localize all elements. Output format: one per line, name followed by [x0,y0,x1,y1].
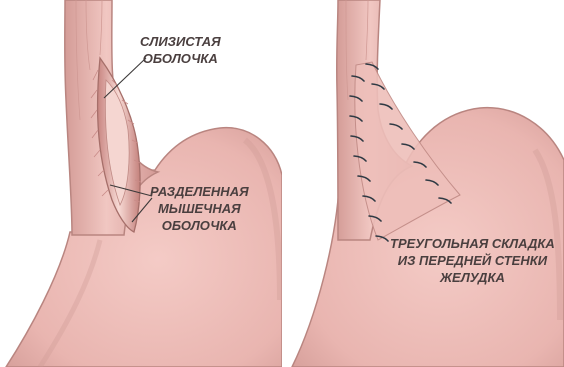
mucosa-label: СЛИЗИСТАЯ ОБОЛОЧКА [140,33,221,67]
fold-label-line-1: ТРЕУГОЛЬНАЯ СКЛАДКА [390,235,555,252]
fold-label: ТРЕУГОЛЬНАЯ СКЛАДКА ИЗ ПЕРЕДНЕЙ СТЕНКИ Ж… [390,235,555,286]
right-panel-stomach [292,0,564,367]
muscle-label-line-1: РАЗДЕЛЕННАЯ [150,183,249,200]
mucosa-label-line-1: СЛИЗИСТАЯ [140,33,221,50]
muscle-label-line-3: ОБОЛОЧКА [150,217,249,234]
mucosa-label-line-2: ОБОЛОЧКА [140,50,221,67]
fold-label-line-2: ИЗ ПЕРЕДНЕЙ СТЕНКИ [390,252,555,269]
left-stomach-body [6,128,282,367]
panel-divider [282,0,288,367]
muscle-label: РАЗДЕЛЕННАЯ МЫШЕЧНАЯ ОБОЛОЧКА [150,183,249,234]
fold-label-line-3: ЖЕЛУДКА [390,269,555,286]
muscle-label-line-2: МЫШЕЧНАЯ [150,200,249,217]
